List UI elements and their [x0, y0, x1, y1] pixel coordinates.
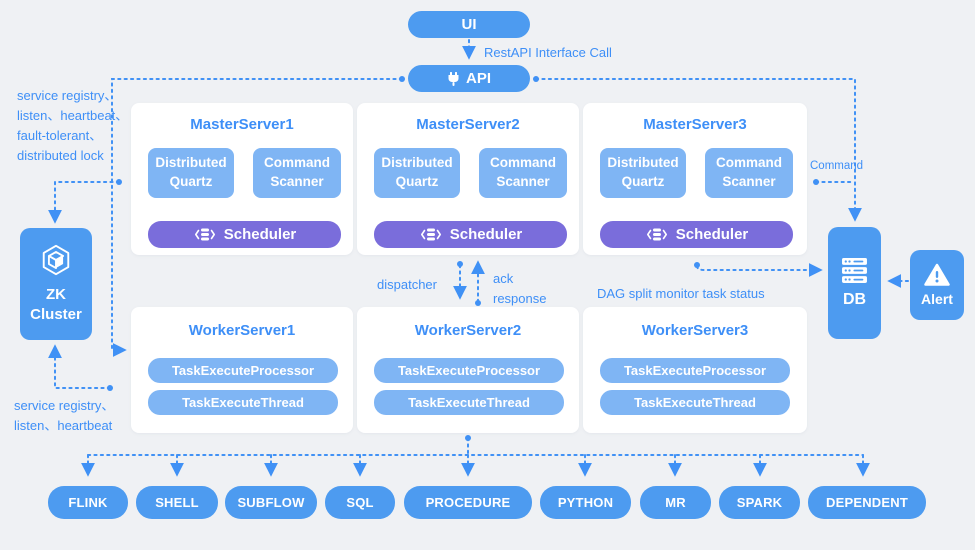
warning-icon [924, 263, 950, 287]
scheduler-node: Scheduler [600, 221, 793, 248]
db-label: DB [842, 291, 867, 308]
distributed-quartz-box: Distributed Quartz [600, 148, 686, 198]
task-type-shell: SHELL [136, 486, 218, 519]
alert-label: Alert [921, 291, 953, 307]
command-label: Command [810, 160, 864, 172]
command-scanner-box: Command Scanner [253, 148, 341, 198]
master-server-card-1: MasterServer1 Distributed Quartz Command… [131, 103, 353, 255]
dag-split-label: DAG split monitor task status [597, 286, 765, 301]
ack-response-label: ack response [493, 271, 547, 306]
command-scanner-box: Command Scanner [705, 148, 793, 198]
task-type-mr: MR [640, 486, 711, 519]
master-server-title: MasterServer2 [416, 116, 520, 133]
task-type-dependent: DEPENDENT [808, 486, 926, 519]
ui-label: UI [461, 16, 477, 33]
cube-icon [39, 243, 73, 277]
server-icon [841, 257, 868, 284]
master-server-title: MasterServer3 [643, 116, 747, 133]
task-execute-processor: TaskExecuteProcessor [600, 358, 790, 383]
task-type-python: PYTHON [540, 486, 631, 519]
worker-server-card-3: WorkerServer3 TaskExecuteProcessor TaskE… [583, 307, 807, 433]
task-type-flink: FLINK [48, 486, 128, 519]
alert-node: Alert [910, 250, 964, 320]
worker-server-title: WorkerServer1 [188, 322, 296, 339]
worker-server-title: WorkerServer2 [414, 322, 522, 339]
scheduler-label: Scheduler [449, 226, 523, 243]
task-execute-processor: TaskExecuteProcessor [374, 358, 564, 383]
database-icon [419, 226, 443, 243]
task-type-procedure: PROCEDURE [404, 486, 532, 519]
plug-icon [447, 71, 460, 86]
master-server-card-3: MasterServer3 Distributed Quartz Command… [583, 103, 807, 255]
db-node: DB [828, 227, 881, 339]
command-scanner-box: Command Scanner [479, 148, 567, 198]
task-execute-thread: TaskExecuteThread [600, 390, 790, 415]
api-node: API [408, 65, 530, 92]
worker-server-card-2: WorkerServer2 TaskExecuteProcessor TaskE… [357, 307, 579, 433]
api-label: API [465, 70, 491, 87]
task-type-spark: SPARK [719, 486, 800, 519]
zk-cluster-label: ZK Cluster [30, 285, 82, 323]
task-type-sql: SQL [325, 486, 395, 519]
zk-bottom-note: service registry、listen、heartbeat [14, 398, 115, 434]
rest-api-call-label: RestAPI Interface Call [484, 45, 612, 60]
scheduler-node: Scheduler [148, 221, 341, 248]
task-execute-processor: TaskExecuteProcessor [148, 358, 338, 383]
scheduler-label: Scheduler [675, 226, 749, 243]
ui-node: UI [408, 11, 530, 38]
zk-top-note: service registry、listen、heartbeat、fault-… [17, 88, 129, 164]
task-execute-thread: TaskExecuteThread [148, 390, 338, 415]
database-icon [193, 226, 217, 243]
zk-cluster-node: ZK Cluster [20, 228, 92, 340]
scheduler-node: Scheduler [374, 221, 567, 248]
task-type-subflow: SUBFLOW [225, 486, 317, 519]
dispatcher-label: dispatcher [377, 277, 437, 292]
scheduler-label: Scheduler [223, 226, 297, 243]
master-server-title: MasterServer1 [190, 116, 294, 133]
task-execute-thread: TaskExecuteThread [374, 390, 564, 415]
distributed-quartz-box: Distributed Quartz [374, 148, 460, 198]
distributed-quartz-box: Distributed Quartz [148, 148, 234, 198]
worker-server-title: WorkerServer3 [641, 322, 749, 339]
database-icon [645, 226, 669, 243]
worker-server-card-1: WorkerServer1 TaskExecuteProcessor TaskE… [131, 307, 353, 433]
master-server-card-2: MasterServer2 Distributed Quartz Command… [357, 103, 579, 255]
